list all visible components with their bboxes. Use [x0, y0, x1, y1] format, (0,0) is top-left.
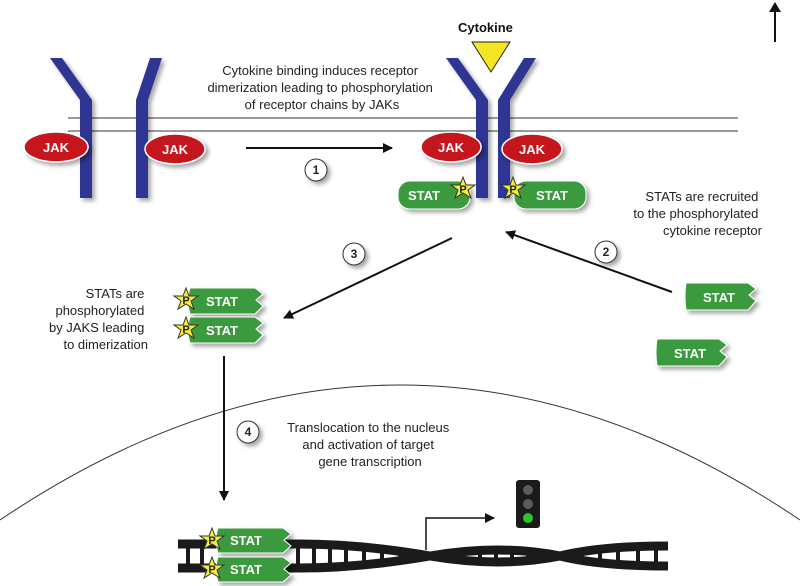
stat-receptor-left: STAT [397, 180, 471, 210]
phospho-star-nuclear-lower: P [198, 555, 226, 580]
step-2-badge: 2 [594, 240, 618, 264]
stat-receptor-right: STAT [513, 180, 587, 210]
caption-recruit-line-2: to the phosphorylated [633, 206, 758, 221]
stat-free-lower: STAT [655, 338, 728, 367]
stat-nuclear-lower: STAT [215, 556, 292, 583]
cytokine-triangle-icon [471, 41, 511, 73]
receptor-left-b [136, 58, 162, 198]
traffic-light-icon [516, 480, 540, 528]
up-arrow-icon [769, 2, 781, 42]
jak-left-b-label: JAK [162, 142, 189, 157]
dna-helix-icon [178, 539, 669, 573]
arrow-step-3 [283, 237, 453, 319]
phospho-star-dimer-upper: P [172, 286, 200, 311]
arrow-step-2 [505, 230, 673, 293]
stat-nuclear-upper: STAT [215, 527, 292, 554]
step-4-badge: 4 [236, 420, 260, 444]
phospho-p-label: P [208, 564, 215, 576]
jak-right-b: JAK [501, 133, 563, 165]
caption-phos-line-3: by JAKS leading [49, 320, 144, 335]
phospho-p-label: P [182, 295, 189, 307]
step-4-number: 4 [245, 425, 252, 439]
stat-dimer-lower-label: STAT [206, 323, 238, 338]
phospho-star-dimer-lower: P [172, 315, 200, 340]
caption-dimerization-line-3: of receptor chains by JAKs [245, 97, 400, 112]
transcription-arrow [425, 513, 495, 550]
caption-dimerization-line-2: dimerization leading to phosphorylation [207, 80, 432, 95]
stat-nuclear-upper-label: STAT [230, 533, 262, 548]
stat-free-upper: STAT [684, 282, 757, 311]
caption-phosphorylation: STATs are phosphorylated by JAKS leading… [49, 286, 148, 352]
receptor-right-a [446, 58, 488, 198]
caption-recruit: STATs are recruited to the phosphorylate… [633, 189, 762, 238]
phospho-p-label: P [182, 324, 189, 336]
caption-phos-line-4: to dimerization [63, 337, 148, 352]
step-3-number: 3 [351, 247, 358, 261]
caption-dimerization-line-1: Cytokine binding induces receptor [222, 63, 419, 78]
step-3-badge: 3 [342, 242, 366, 266]
phospho-star-receptor-left: P [449, 175, 477, 200]
caption-translocation: Translocation to the nucleus and activat… [287, 420, 453, 469]
receptor-left-a [50, 58, 92, 198]
caption-translocation-line-1: Translocation to the nucleus [287, 420, 450, 435]
stat-free-lower-label: STAT [674, 346, 706, 361]
phospho-p-label: P [208, 535, 215, 547]
jak-left-a-label: JAK [43, 140, 70, 155]
jak-right-a-label: JAK [438, 140, 465, 155]
caption-translocation-line-2: and activation of target [302, 437, 434, 452]
jak-right-b-label: JAK [519, 142, 546, 157]
caption-translocation-line-3: gene transcription [318, 454, 421, 469]
phospho-p-label: P [509, 184, 516, 196]
caption-recruit-line-1: STATs are recruited [645, 189, 758, 204]
caption-dimerization: Cytokine binding induces receptor dimeri… [207, 63, 436, 112]
phospho-p-label: P [459, 184, 466, 196]
stat-nuclear-lower-label: STAT [230, 562, 262, 577]
phospho-star-nuclear-upper: P [198, 526, 226, 551]
jak-left-a: JAK [23, 131, 89, 163]
phospho-star-receptor-right: P [499, 175, 527, 200]
stat-receptor-right-label: STAT [536, 188, 568, 203]
receptor-right-b [498, 58, 536, 198]
step-1-number: 1 [313, 163, 320, 177]
caption-phos-line-1: STATs are [86, 286, 145, 301]
step-2-number: 2 [603, 245, 610, 259]
stat-dimer-upper: STAT [187, 287, 264, 315]
caption-recruit-line-3: cytokine receptor [663, 223, 763, 238]
stat-dimer-upper-label: STAT [206, 294, 238, 309]
stat-dimer-lower: STAT [187, 316, 264, 344]
cytokine-label: Cytokine [458, 20, 513, 35]
caption-phos-line-2: phosphorylated [55, 303, 144, 318]
stat-free-upper-label: STAT [703, 290, 735, 305]
nuclear-envelope [0, 384, 800, 521]
jak-right-a: JAK [420, 131, 482, 163]
jak-left-b: JAK [144, 133, 206, 165]
step-1-badge: 1 [304, 158, 328, 182]
stat-receptor-left-label: STAT [408, 188, 440, 203]
